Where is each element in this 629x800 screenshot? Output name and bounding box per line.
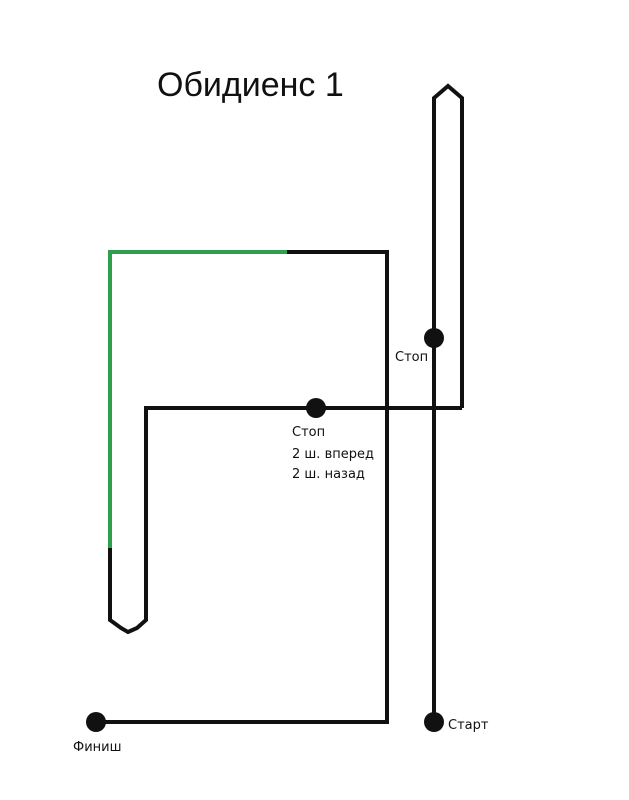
start-label: Старт	[448, 718, 489, 733]
page-title: Обидиенс 1	[157, 66, 344, 104]
stop-marker-2	[306, 398, 326, 418]
stop-marker-1	[424, 328, 444, 348]
finish-marker	[86, 712, 106, 732]
highlight-path	[108, 250, 287, 548]
forward-steps-label: 2 ш. вперед	[292, 447, 374, 462]
middle-horizontal-path	[108, 406, 462, 635]
start-marker	[424, 712, 444, 732]
finish-label: Финиш	[73, 740, 122, 755]
final-path	[96, 250, 389, 724]
start-column-path	[432, 83, 464, 722]
stop-label-2: Стоп	[292, 425, 326, 440]
back-steps-label: 2 ш. назад	[292, 467, 365, 482]
stop-label-1: Стоп	[395, 350, 429, 365]
